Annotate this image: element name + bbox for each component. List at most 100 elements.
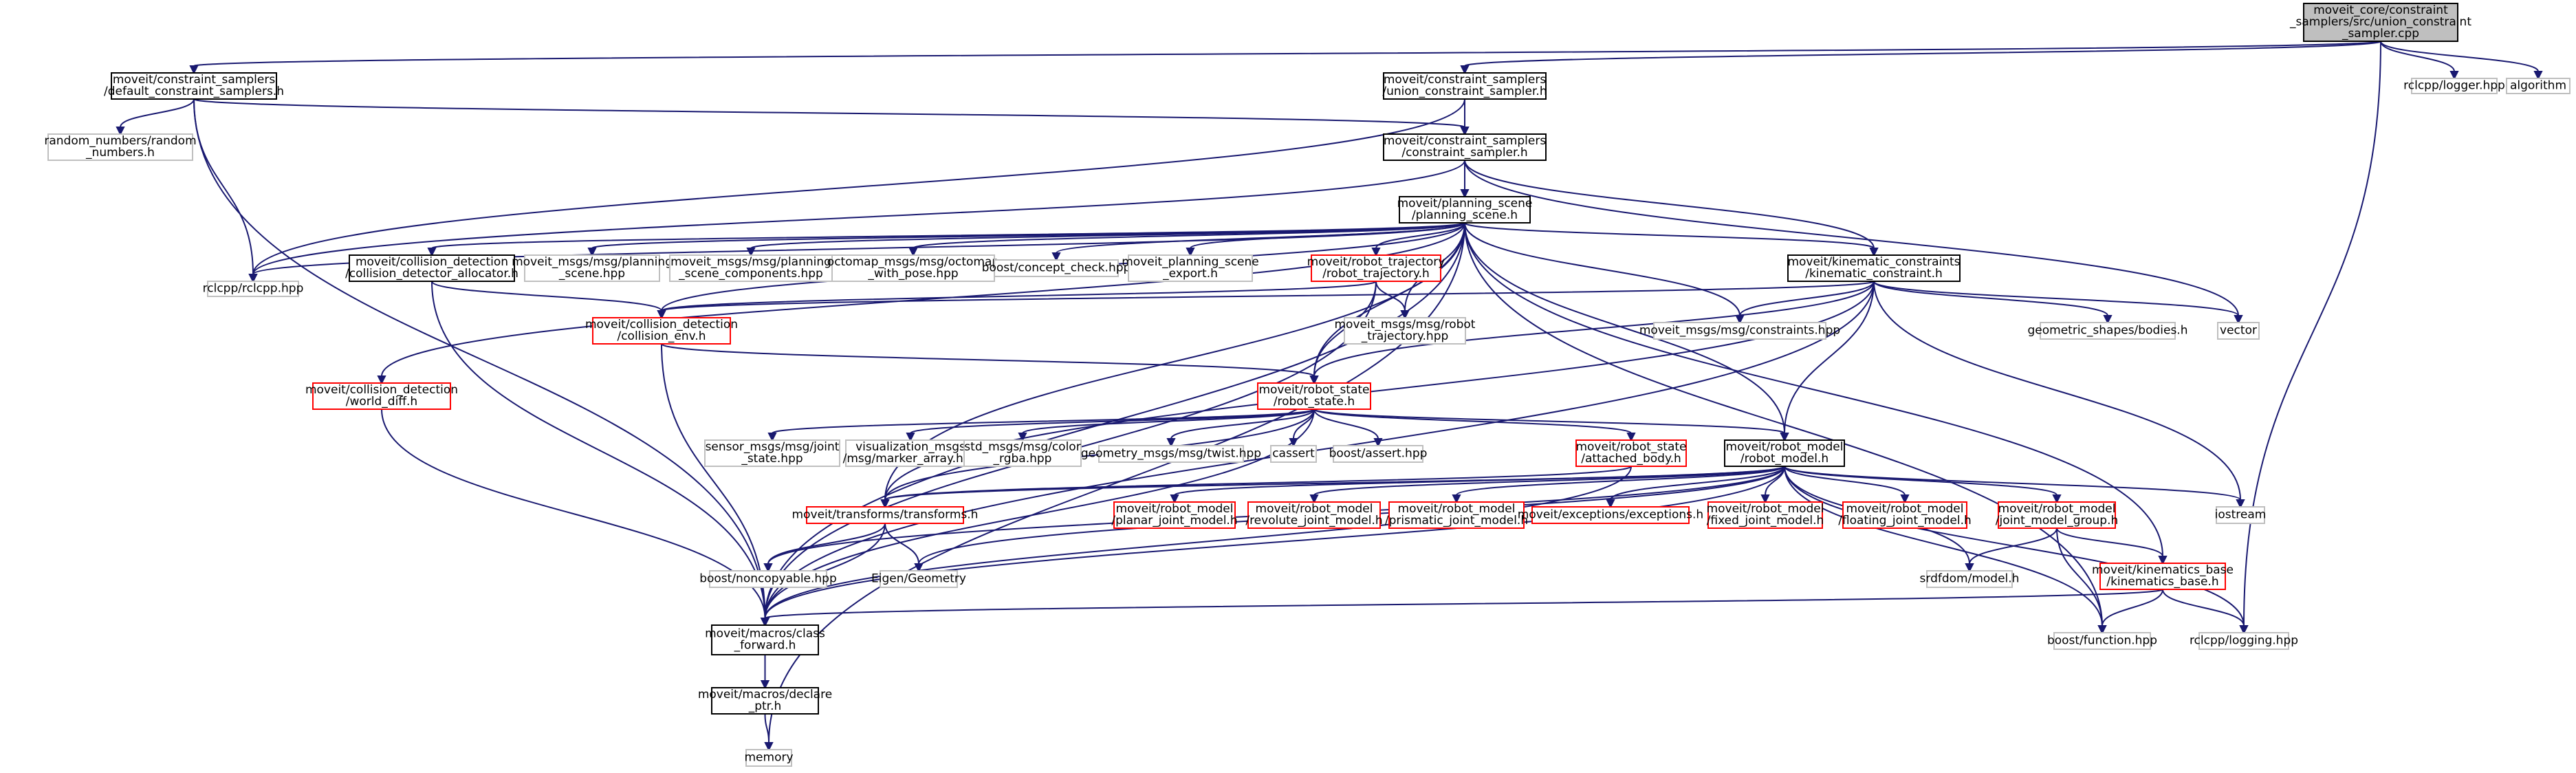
graph-node-constraint-sampler[interactable]: moveit/constraint_samplers/constraint_sa…	[1383, 133, 1547, 161]
graph-node-algorithm[interactable]: algorithm	[2506, 78, 2570, 94]
node-box	[1311, 254, 1441, 282]
graph-node-kin-constraint[interactable]: moveit/kinematic_constraints/kinematic_c…	[1787, 254, 1961, 282]
edge-default-cs-to-rclcpp	[193, 98, 258, 283]
graph-node-geom-bodies[interactable]: geometric_shapes/bodies.h	[2028, 322, 2188, 340]
edge-line	[1873, 281, 2241, 501]
graph-node-declare-ptr[interactable]: moveit/macros/declare_ptr.h	[698, 687, 832, 715]
graph-node-memory[interactable]: memory	[744, 749, 794, 767]
edge-root-to-rclcpp-logger	[2380, 41, 2459, 80]
graph-node-iostream[interactable]: iostream	[2215, 506, 2267, 524]
edge-arrowhead	[189, 65, 199, 75]
graph-node-viz-marker[interactable]: visualization_msgs/msg/marker_array.hpp	[843, 439, 979, 467]
edge-kin-base-to-rclcpp-logging	[2162, 589, 2249, 635]
node-label-line: /kinematic_constraint.h	[1805, 267, 1943, 281]
graph-node-planning-scene[interactable]: moveit/planning_scene/planning_scene.h	[1397, 196, 1533, 224]
graph-node-cd-allocator[interactable]: moveit/collision_detection/collision_det…	[345, 254, 519, 282]
node-label-line: moveit/robot_model	[1998, 502, 2116, 516]
edge-line	[1784, 281, 1875, 434]
edge-arrowhead	[2239, 625, 2249, 635]
graph-node-default-cs[interactable]: moveit/constraint_samplers/default_const…	[104, 72, 284, 100]
graph-node-world-diff[interactable]: moveit/collision_detection/world_diff.h	[305, 382, 458, 410]
edge-class-forward-to-declare-ptr	[760, 655, 770, 690]
edge-arrowhead	[880, 499, 890, 509]
node-box	[806, 506, 964, 524]
graph-node-octomap[interactable]: octomap_msgs/msg/octomap_with_pose.hpp	[827, 254, 999, 282]
edge-line	[1610, 466, 1785, 501]
graph-node-exceptions[interactable]: moveit/exceptions/exceptions.h	[1518, 506, 1703, 524]
graph-node-boost-function[interactable]: boost/function.hpp	[2047, 632, 2157, 650]
graph-node-union-cs[interactable]: moveit/constraint_samplers/union_constra…	[1382, 72, 1547, 100]
graph-node-revolute-joint[interactable]: moveit/robot_model/revolute_joint_model.…	[1245, 501, 1383, 529]
node-label-line: _numbers.h	[85, 146, 155, 160]
node-label-line: /fixed_joint_model.h	[1707, 514, 1824, 527]
node-box	[1247, 501, 1381, 529]
graph-node-color-rgba[interactable]: std_msgs/msg/color_rgba.hpp	[963, 439, 1082, 467]
edge-arrowhead	[248, 274, 258, 283]
graph-node-msg-planning-scene[interactable]: moveit_msgs/msg/planning_scene.hpp	[512, 254, 673, 282]
graph-node-kin-base[interactable]: moveit/kinematics_base/kinematics_base.h	[2092, 563, 2234, 590]
node-label-line: rclcpp/logger.hpp	[2403, 79, 2505, 93]
graph-node-boost-assert[interactable]: boost/assert.hpp	[1329, 445, 1428, 463]
edge-robot-model-to-revolute-joint	[1309, 466, 1785, 504]
node-label-line: moveit/robot_model	[1726, 440, 1844, 454]
graph-node-robot-model[interactable]: moveit/robot_model/robot_model.h	[1724, 439, 1845, 467]
graph-node-msg-robot-traj[interactable]: moveit_msgs/msg/robot_trajectory.hpp	[1335, 317, 1476, 345]
edge-line	[1739, 281, 1875, 316]
graph-node-robot-trajectory[interactable]: moveit/robot_trajectory/robot_trajectory…	[1307, 254, 1445, 282]
edge-arrowhead	[2052, 494, 2062, 504]
edge-arrowhead	[760, 680, 770, 690]
graph-node-sensor-joint[interactable]: sensor_msgs/msg/joint_state.hpp	[704, 439, 840, 467]
node-label-line: /msg/marker_array.hpp	[843, 452, 979, 466]
node-box	[111, 72, 277, 100]
graph-node-msg-psc[interactable]: moveit_msgs/msg/planning_scene_component…	[669, 254, 833, 282]
node-box	[47, 133, 193, 161]
graph-node-robot-state[interactable]: moveit/robot_state/robot_state.h	[1257, 382, 1371, 410]
graph-node-floating-joint[interactable]: moveit/robot_model/floating_joint_model.…	[1838, 501, 1972, 529]
graph-node-joint-group[interactable]: moveit/robot_model/joint_model_group.h	[1996, 501, 2119, 529]
graph-node-root[interactable]: moveit_core/constraint_samplers/src/unio…	[2289, 3, 2471, 42]
edge-planning-scene-to-octomap	[908, 222, 1465, 257]
graph-node-transforms[interactable]: moveit/transforms/transforms.h	[792, 506, 979, 524]
edge-arrowhead	[1371, 248, 1381, 257]
edge-line	[764, 589, 2163, 619]
graph-node-eigen[interactable]: Eigen/Geometry	[871, 570, 966, 588]
graph-node-attached-body[interactable]: moveit/robot_state/attached_body.h	[1575, 439, 1687, 467]
edge-line	[1784, 466, 2103, 627]
node-label-line: boost/concept_check.hpp	[982, 261, 1131, 275]
graph-node-ps-export[interactable]: moveit_planning_scene_export.h	[1122, 254, 1259, 282]
edge-robot-model-to-boost-function	[1784, 466, 2107, 635]
graph-node-rclcpp-logger[interactable]: rclcpp/logger.hpp	[2403, 78, 2505, 94]
graph-node-rclcpp-logging[interactable]: rclcpp/logging.hpp	[2190, 632, 2298, 650]
graph-node-srdfdom[interactable]: srdfdom/model.h	[1920, 570, 2020, 588]
graph-node-fixed-joint[interactable]: moveit/robot_model/fixed_joint_model.h	[1707, 501, 1824, 529]
graph-node-cassert[interactable]: cassert	[1270, 445, 1317, 463]
graph-node-random-numbers[interactable]: random_numbers/random_numbers.h	[44, 133, 197, 161]
node-label-line: moveit/collision_detection	[356, 255, 508, 269]
node-box	[704, 439, 840, 467]
edge-line	[193, 41, 2381, 67]
edge-planning-scene-to-world-diff	[377, 222, 1465, 385]
node-label-line: /revolute_joint_model.h	[1245, 514, 1382, 527]
node-box	[1388, 501, 1525, 529]
edge-line	[1375, 281, 1406, 312]
graph-node-rclcpp[interactable]: rclcpp/rclcpp.hpp	[203, 281, 304, 297]
edge-arrowhead	[657, 310, 666, 320]
node-box	[1842, 501, 1967, 529]
node-box	[592, 317, 731, 345]
node-label-line: /attached_body.h	[1581, 452, 1681, 466]
graph-node-concept-check[interactable]: boost/concept_check.hpp	[982, 259, 1131, 277]
node-box	[2216, 506, 2265, 524]
graph-node-msg-constraints[interactable]: moveit_msgs/msg/constraints.hpp	[1639, 322, 1840, 340]
graph-node-prismatic-joint[interactable]: moveit/robot_model/prismatic_joint_model…	[1385, 501, 1528, 529]
graph-node-noncopyable[interactable]: boost/noncopyable.hpp	[699, 570, 837, 588]
graph-node-vector[interactable]: vector	[2217, 322, 2260, 340]
edge-line	[1313, 466, 1785, 496]
edge-robot-model-to-rclcpp-logging	[1784, 466, 2249, 635]
graph-node-class-forward[interactable]: moveit/macros/class_forward.h	[705, 624, 825, 655]
node-label-line: std_msgs/msg/color	[964, 440, 1080, 454]
node-box	[1787, 254, 1961, 282]
edge-line	[1784, 466, 2241, 501]
graph-node-twist[interactable]: geometry_msgs/msg/twist.hpp	[1081, 445, 1261, 463]
graph-node-collision-env[interactable]: moveit/collision_detection/collision_env…	[585, 317, 738, 345]
graph-node-planar-joint[interactable]: moveit/robot_model/planar_joint_model.h	[1111, 501, 1238, 529]
